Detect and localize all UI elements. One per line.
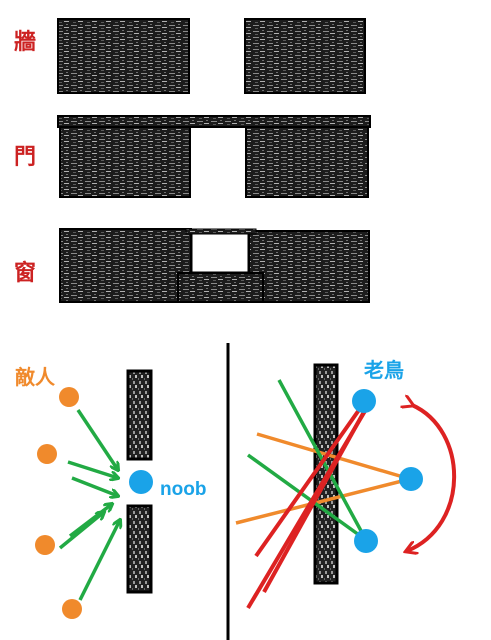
noob-wall-bottom [126, 504, 153, 594]
veteran-dot-top [352, 389, 376, 413]
enemy-dot [62, 599, 82, 619]
enemy-label: 敵人 [15, 365, 55, 389]
green-arrow [76, 409, 118, 470]
label-wall: 牆 [14, 30, 37, 55]
noob-player-dot [129, 470, 153, 494]
window-block-right [248, 230, 370, 303]
green-arrow [68, 504, 112, 538]
door-block-right [245, 126, 369, 198]
window-frame-top [185, 228, 257, 235]
window-example [59, 228, 370, 303]
enemy-dot [37, 444, 57, 464]
door-example [57, 115, 371, 198]
green-arrow [67, 460, 118, 478]
wall-block-left [57, 18, 190, 94]
green-arrow [78, 520, 120, 601]
noob-wall-top [126, 369, 153, 461]
noob-label: noob [160, 479, 207, 500]
green-arrow [71, 476, 118, 496]
wall-example [57, 18, 366, 94]
green-arrows [58, 409, 120, 601]
window-block-left [59, 228, 192, 303]
window-sill [177, 272, 264, 303]
label-window: 窗 [14, 261, 37, 286]
red-line [254, 398, 368, 558]
orange-sightline [235, 477, 411, 525]
wall-block-right [244, 18, 366, 94]
orange-sightlines [235, 432, 411, 525]
rotate-arrow [407, 405, 457, 551]
veteran-dot-bottom [354, 529, 378, 553]
veteran-label: 老鳥 [364, 358, 404, 382]
veteran-dot-middle [399, 467, 423, 491]
green-arrow [58, 512, 104, 550]
enemy-dot [59, 387, 79, 407]
green-sightline [246, 453, 368, 542]
red-line [262, 409, 367, 593]
door-block-left [59, 126, 191, 198]
noob-diagram [35, 369, 153, 619]
orange-sightline [256, 432, 411, 481]
door-lintel [57, 115, 371, 128]
enemy-dot [35, 535, 55, 555]
red-lines [246, 398, 370, 610]
label-door: 門 [14, 145, 37, 170]
veteran-diagram [235, 363, 457, 610]
window-opening [191, 233, 249, 273]
